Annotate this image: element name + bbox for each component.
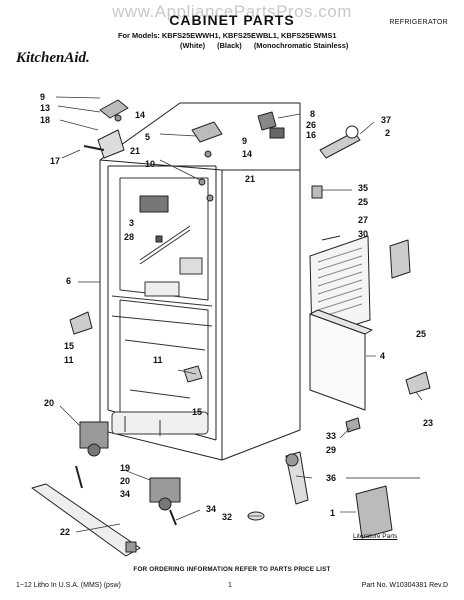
callout-19: 19 <box>120 463 131 473</box>
callout-32: 32 <box>222 512 233 522</box>
literature-parts-box <box>346 477 420 539</box>
callout-20b: 20 <box>120 476 131 486</box>
callout-15b: 15 <box>192 407 203 417</box>
variant-stainless: (Monochromatic Stainless) <box>253 41 349 50</box>
ordering-note: FOR ORDERING INFORMATION REFER TO PARTS … <box>133 566 331 573</box>
callout-29: 29 <box>326 445 337 455</box>
side-clips <box>69 311 431 395</box>
callout-17: 17 <box>50 156 61 166</box>
callout-23: 23 <box>423 418 434 428</box>
callout-4: 4 <box>380 351 386 361</box>
callout-9b: 9 <box>242 136 248 146</box>
footer-litho: 1~12 Litho In U.S.A. (MMS) (psw) <box>16 582 121 589</box>
callout-20: 20 <box>44 398 55 408</box>
variant-white: (White) <box>180 41 206 50</box>
callout-21b: 21 <box>245 174 256 184</box>
callout-27: 27 <box>358 215 369 225</box>
callout-34: 34 <box>120 489 131 499</box>
page-title: CABINET PARTS <box>169 12 295 28</box>
callout-21: 21 <box>130 146 141 156</box>
footer-part-number: Part No. W10304381 Rev.D <box>361 582 448 589</box>
callout-35: 35 <box>358 183 369 193</box>
footer-page-number: 1 <box>228 582 232 589</box>
callout-34b: 34 <box>206 504 217 514</box>
callout-25: 25 <box>358 197 369 207</box>
toe-grille <box>309 309 373 411</box>
category-label: REFRIGERATOR <box>389 19 448 26</box>
callout-10: 10 <box>145 159 156 169</box>
callout-9: 9 <box>40 92 46 102</box>
callout-25b: 25 <box>416 329 427 339</box>
kick-plate <box>31 483 141 557</box>
callout-18: 18 <box>40 115 51 125</box>
callout-22: 22 <box>60 527 71 537</box>
callout-2: 2 <box>385 128 391 138</box>
roller-assemblies <box>75 421 265 526</box>
callout-28: 28 <box>124 232 135 242</box>
variant-black: (Black) <box>217 41 242 50</box>
callout-14b: 14 <box>242 149 253 159</box>
callout-1: 1 <box>330 508 336 518</box>
callout-13: 13 <box>40 103 51 113</box>
model-variants: (White) (Black) (Monochromatic Stainless… <box>180 41 358 50</box>
top-left-hinge <box>83 99 129 159</box>
callout-33: 33 <box>326 431 337 441</box>
callout-30: 30 <box>358 229 369 239</box>
callout-3: 3 <box>129 218 135 228</box>
crisper-cover <box>139 195 169 243</box>
callout-37: 37 <box>381 115 392 125</box>
leader-lines <box>55 96 423 533</box>
callout-6: 6 <box>66 276 72 286</box>
watermark: www.AppliancePartsPros.com <box>112 2 352 21</box>
callout-5: 5 <box>145 132 151 142</box>
callout-15: 15 <box>64 341 75 351</box>
callout-16: 16 <box>306 130 317 140</box>
callout-14: 14 <box>135 110 146 120</box>
callout-11: 11 <box>64 355 74 365</box>
interior-liner <box>111 177 213 436</box>
callout-11b: 11 <box>153 355 163 365</box>
water-parts <box>257 111 361 159</box>
top-center-hinge <box>191 121 223 202</box>
brand-logo: KitchenAid. <box>16 50 90 66</box>
callout-36: 36 <box>326 473 337 483</box>
clamp-and-tube <box>285 417 361 505</box>
callout-26: 26 <box>306 120 317 130</box>
model-list: For Models: KBFS25EWWH1, KBFS25EWBL1, KB… <box>118 31 337 40</box>
literature-parts-label: Literature Parts <box>353 533 398 540</box>
callout-8: 8 <box>310 109 316 119</box>
